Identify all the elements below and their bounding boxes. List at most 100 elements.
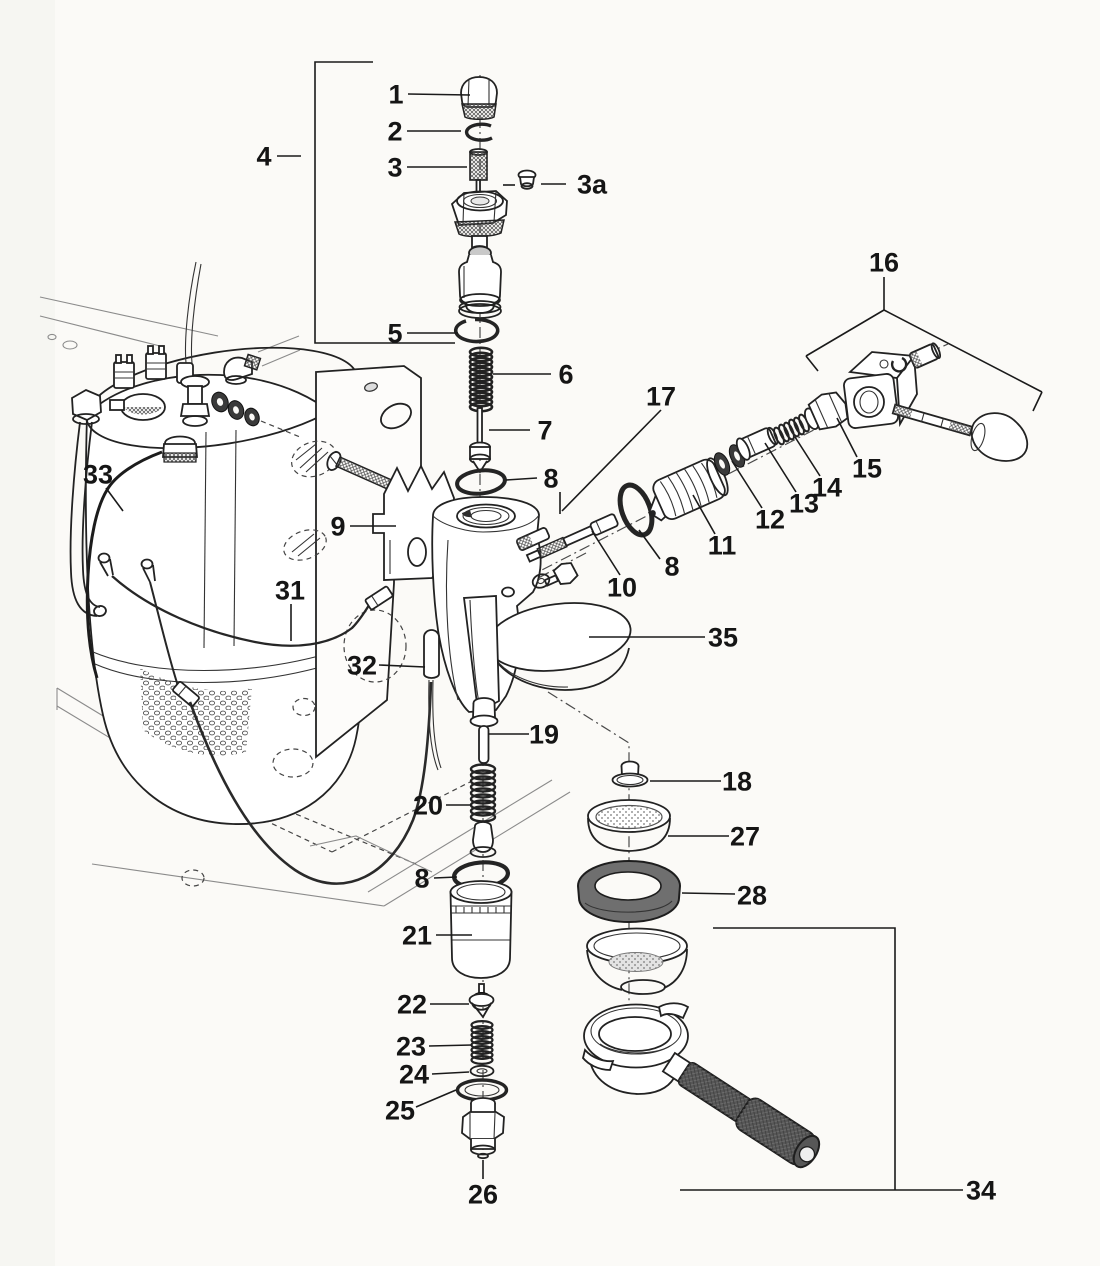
- leader-line-17: [561, 409, 662, 512]
- bracket-34: [680, 927, 938, 1191]
- part-label-3a: 3a: [577, 170, 608, 200]
- part-label-1: 1: [388, 80, 403, 110]
- portafilter-column: [576, 760, 821, 1169]
- washer-trail: [211, 391, 301, 438]
- part-label-27: 27: [730, 822, 760, 852]
- part-label-24: 24: [399, 1060, 429, 1090]
- seal-ring-2: [464, 122, 493, 142]
- part-label-16: 16: [869, 248, 899, 278]
- leader-line-33: [105, 487, 124, 512]
- elbow-fitting: [223, 353, 262, 385]
- group-gasket-28: [576, 860, 682, 923]
- valve-stem: [891, 403, 974, 437]
- vacuum-pipe: [69, 388, 107, 617]
- washer-24: [469, 1064, 495, 1078]
- part-label-21: 21: [402, 921, 432, 951]
- element-terminal-post: [113, 354, 135, 389]
- part-label-17: 17: [646, 382, 676, 412]
- cap-screw-1: [460, 76, 498, 120]
- leader-line-10: [591, 530, 621, 576]
- valve-body-11: [647, 457, 729, 522]
- leader-line-1: [407, 93, 471, 96]
- portafilter: [582, 1002, 821, 1169]
- expansion-valve-22: [468, 983, 495, 1019]
- leader-line-25: [415, 1089, 457, 1108]
- valve-plug: [469, 821, 497, 858]
- leader-line-8c: [433, 876, 458, 879]
- part-label-14: 14: [812, 473, 842, 503]
- fork-terminal: [140, 558, 156, 583]
- safety-valve: [179, 375, 211, 427]
- leader-line-11: [692, 494, 716, 535]
- part-label-8b: 8: [664, 552, 679, 582]
- o-ring-25: [455, 1078, 509, 1102]
- hex-bolt: [543, 562, 579, 587]
- group-spout: [462, 595, 500, 714]
- spring-6: [468, 346, 494, 413]
- valve-pin-19: [469, 697, 499, 764]
- part-label-28: 28: [737, 881, 767, 911]
- valve-shaft-10: [525, 513, 619, 563]
- thermostat-probe-32: [423, 629, 442, 771]
- part-label-31: 31: [275, 576, 305, 606]
- leader-line-13: [764, 442, 797, 493]
- gland-nut: [450, 190, 508, 253]
- leader-lines: [105, 93, 963, 1191]
- part-label-35: 35: [708, 623, 738, 653]
- part-label-32: 32: [347, 651, 377, 681]
- leader-line-23: [428, 1044, 473, 1047]
- part-label-34: 34: [966, 1176, 996, 1206]
- piston-13: [735, 426, 779, 461]
- fork-terminal: [97, 552, 114, 577]
- circlip-5: [453, 317, 500, 344]
- screen-bolt-18: [611, 760, 649, 788]
- cylinder-21: [449, 880, 513, 979]
- part-label-20: 20: [413, 791, 443, 821]
- part-label-5: 5: [387, 319, 402, 349]
- wiring: [85, 450, 433, 885]
- hidden-hole-hatched: [283, 529, 327, 561]
- part-label-3: 3: [387, 153, 402, 183]
- steam-valve-assembly: [617, 342, 1029, 538]
- leader-line-28: [681, 892, 736, 895]
- spade-connector: [172, 680, 200, 708]
- part-label-15: 15: [852, 454, 882, 484]
- filter-basket: [586, 927, 688, 995]
- steam-knob: [970, 412, 1029, 462]
- boiler-assembly: [69, 261, 364, 825]
- part-label-4: 4: [256, 142, 271, 172]
- part-label-8c: 8: [414, 864, 429, 894]
- ground-wire-33: [85, 450, 163, 679]
- outlet-fitting: [162, 435, 198, 463]
- fitting-3a: [503, 169, 537, 190]
- centerline-portafilter-stack: [547, 691, 630, 1003]
- part-label-19: 19: [529, 720, 559, 750]
- thread-slot: [461, 510, 472, 518]
- bracket-4: [314, 61, 455, 344]
- element-terminal-post: [145, 345, 167, 380]
- part-label-6: 6: [558, 360, 573, 390]
- bracket-16: [805, 309, 1043, 412]
- leader-line-32: [378, 664, 426, 668]
- dome-cover-35: [486, 602, 632, 691]
- spade-connector: [364, 585, 394, 611]
- scan-edge: [0, 0, 55, 1266]
- leader-line-12: [731, 460, 763, 509]
- part-label-8a: 8: [543, 464, 558, 494]
- valve-block-16: [843, 351, 918, 429]
- lower-stack: [449, 697, 513, 1160]
- outlet-fitting-26: [461, 1097, 505, 1160]
- part-label-26: 26: [468, 1180, 498, 1210]
- group-fasteners: [501, 513, 619, 598]
- leader-line-8a: [505, 477, 538, 481]
- spring-23: [470, 1019, 494, 1065]
- leader-line-24: [431, 1071, 470, 1075]
- part-labels: 1233a45678910111213141516171819208821222…: [83, 80, 996, 1210]
- boiler-perforations: [140, 668, 252, 756]
- part-label-11: 11: [708, 531, 737, 561]
- o-ring-8: [455, 468, 507, 496]
- snap-ring: [890, 356, 908, 373]
- portafilter-handle: [661, 1051, 821, 1169]
- group-brackets: [314, 61, 1043, 1191]
